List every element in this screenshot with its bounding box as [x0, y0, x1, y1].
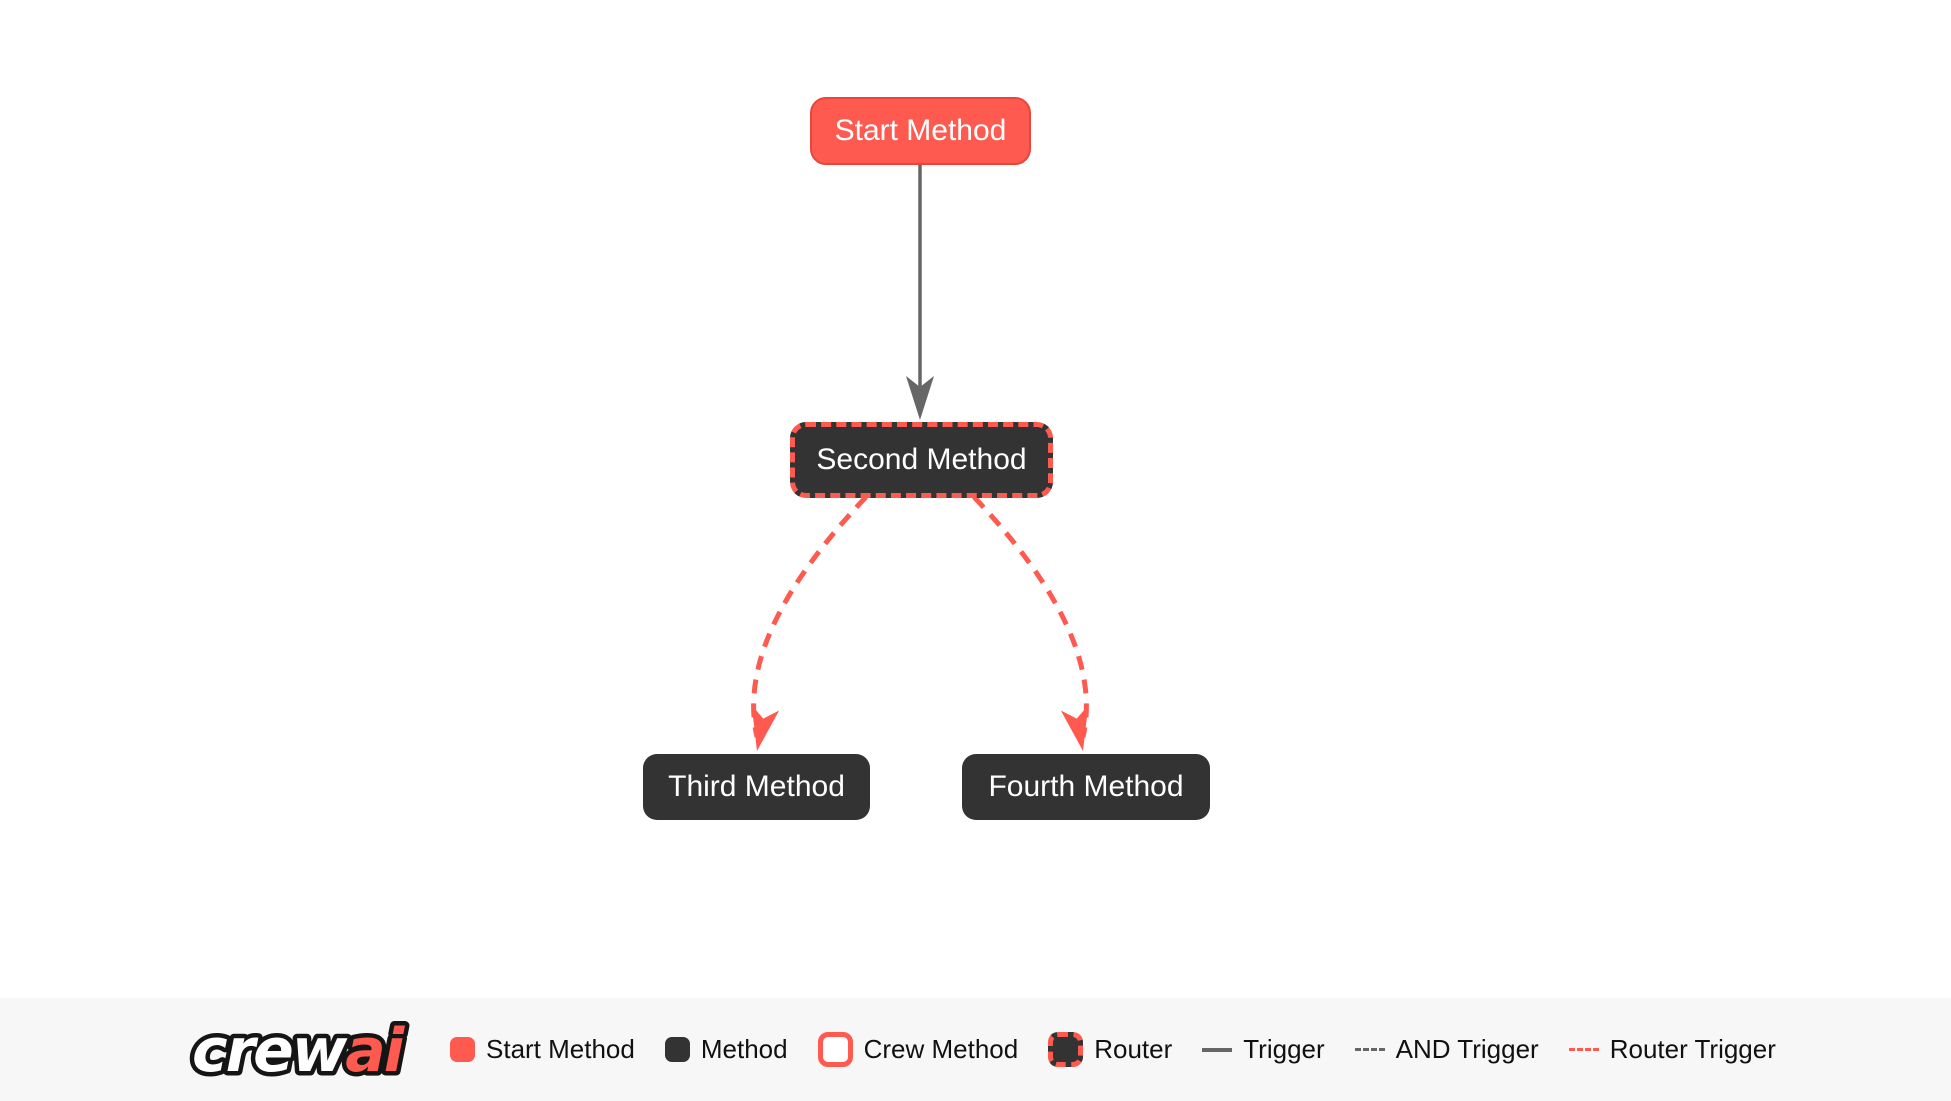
- flow-canvas[interactable]: Start Method Second Method Third Method …: [0, 0, 1951, 998]
- svg-text:crewai: crewai: [192, 1016, 406, 1086]
- legend-label: Trigger: [1243, 1034, 1325, 1064]
- legend-label: Crew Method: [863, 1034, 1019, 1064]
- node-label: Third Method: [668, 770, 845, 803]
- flow-node-second-method[interactable]: Second Method: [790, 422, 1053, 498]
- node-label: Second Method: [816, 443, 1027, 476]
- legend-item-crew-method: Crew Method: [817, 1032, 1019, 1067]
- legend-label: Router Trigger: [1609, 1034, 1776, 1064]
- legend-label: Start Method: [486, 1034, 635, 1064]
- and-trigger-line-icon: [1354, 1048, 1385, 1051]
- arrowhead-icon: [751, 705, 780, 751]
- legend-bar: crewai Start Method Method Crew Method R…: [0, 998, 1951, 1101]
- legend-label: Method: [700, 1034, 788, 1064]
- flow-node-third-method[interactable]: Third Method: [643, 754, 870, 820]
- crew-method-swatch-icon: [817, 1032, 853, 1067]
- legend-item-router-trigger: Router Trigger: [1568, 1034, 1776, 1065]
- trigger-line-icon: [1202, 1047, 1233, 1052]
- edge-router-trigger-second-to-fourth: [972, 495, 1089, 751]
- router-trigger-line-icon: [1568, 1048, 1599, 1051]
- legend-label: Router: [1094, 1034, 1173, 1064]
- legend-item-router: Router: [1048, 1032, 1172, 1067]
- arrowhead-icon: [906, 376, 934, 420]
- method-swatch-icon: [664, 1037, 690, 1062]
- legend-item-start-method: Start Method: [450, 1034, 635, 1065]
- start-method-swatch-icon: [450, 1037, 475, 1062]
- legend-label: AND Trigger: [1395, 1034, 1539, 1064]
- flow-edges-layer: [751, 165, 1089, 751]
- edge-router-trigger-second-to-third: [751, 495, 868, 751]
- legend-item-and-trigger: AND Trigger: [1354, 1034, 1539, 1065]
- flow-node-fourth-method[interactable]: Fourth Method: [962, 754, 1210, 820]
- legend-item-method: Method: [664, 1034, 788, 1065]
- legend-item-trigger: Trigger: [1202, 1034, 1325, 1065]
- node-label: Start Method: [834, 114, 1007, 147]
- arrowhead-icon: [1060, 705, 1089, 751]
- flow-node-start-method[interactable]: Start Method: [810, 97, 1031, 165]
- edge-trigger-start-to-second: [906, 165, 934, 420]
- crewai-logo: crewai: [188, 1011, 413, 1090]
- node-label: Fourth Method: [988, 770, 1184, 803]
- router-swatch-icon: [1048, 1032, 1084, 1067]
